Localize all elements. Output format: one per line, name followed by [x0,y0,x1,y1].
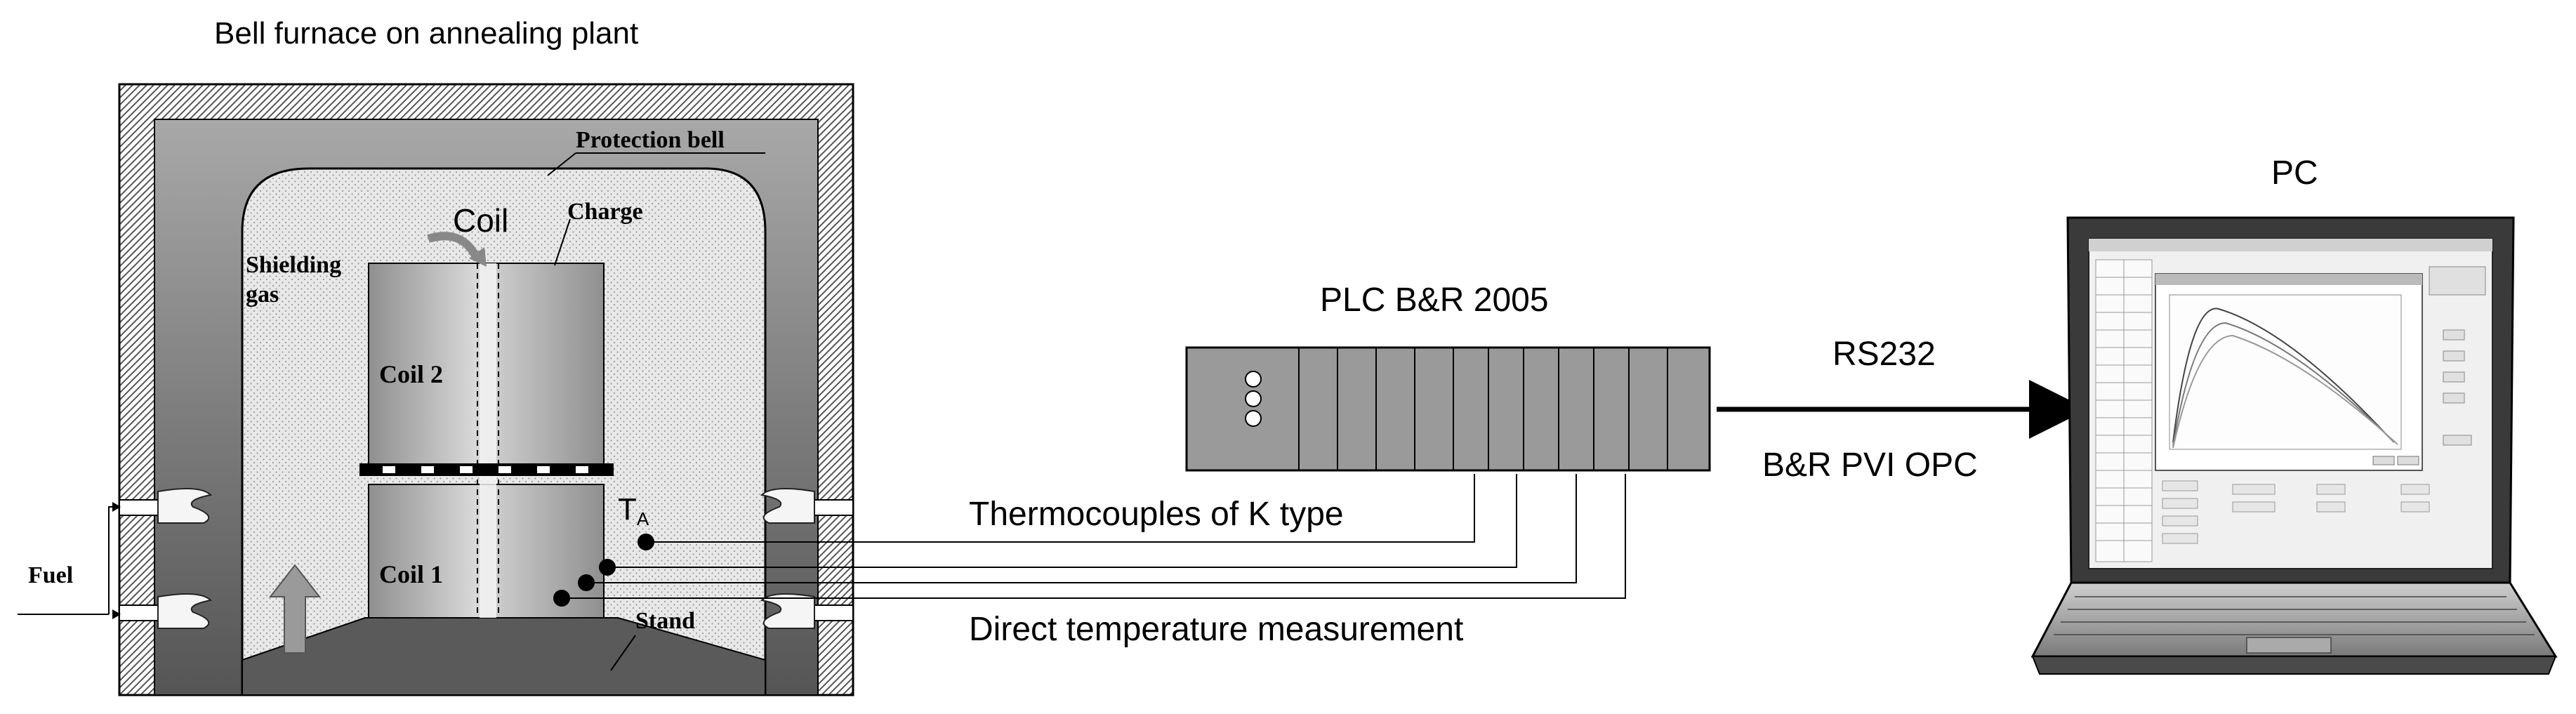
wire-ta [646,474,1475,543]
shielding-gas-label-2: gas [246,282,279,308]
protocol-label: B&R PVI OPC [1762,447,1978,484]
convector-plate [359,463,614,476]
plc-led-2 [1245,390,1262,407]
wire-2 [586,474,1577,583]
thermocouples-label: Thermocouples of K type [969,496,1344,533]
ta-label-main: T [618,492,637,527]
laptop-touchpad [2246,637,2332,654]
diagram-title: Bell furnace on annealing plant [214,16,638,51]
fuel-label: Fuel [28,562,73,588]
charge-label: Charge [567,199,643,225]
screen-chart-curve-2 [2172,322,2395,447]
plc-led-3 [1245,410,1262,427]
laptop [2030,216,2558,675]
burner-left-lower [119,593,213,630]
ta-label: TA [618,492,649,529]
plc-led-1 [1245,371,1262,388]
screen-side-panel [2429,266,2486,446]
screen-chart-curve-1 [2172,308,2388,443]
gas-flow-arrow [268,564,322,654]
laptop-front-edge [2031,656,2557,675]
screen-chart-curve-3 [2172,334,2398,449]
wire-3 [562,474,1626,599]
burner-left-upper [119,488,213,524]
coil-axis-gap [480,263,496,618]
burner-right-lower [760,593,854,630]
screen-bottom-controls [2162,480,2430,544]
coil-1-label: Coil 1 [379,560,443,588]
protection-bell-leader-tick [547,152,576,176]
coil-pointer-arrowhead [469,247,487,267]
ta-label-sub: A [637,508,649,529]
coil-pointer-arrow [427,232,482,262]
pc-label: PC [2271,154,2318,192]
fuel-pipe [18,506,119,615]
coil-label: Coil [453,202,508,239]
plc-unit [1185,346,1711,472]
thermocouple-wires [562,474,1626,599]
burner-right-upper [760,488,854,524]
fuel-arrow-lower [112,609,121,619]
bell-furnace: Protection bell Coil Charge Shielding ga… [18,83,854,696]
stand-label: Stand [635,608,695,634]
plc-body [1185,346,1711,472]
fuel-arrow-upper [112,502,121,512]
protection-bell-label: Protection bell [576,127,725,153]
rs232-label: RS232 [1832,336,1936,373]
charge-leader [554,218,571,266]
shielding-gas-label-1: Shielding [246,252,341,278]
wire-1 [607,474,1517,568]
coil-2-label: Coil 2 [379,360,443,388]
screen-data-table [2095,259,2153,562]
direct-measurement-label: Direct temperature measurement [969,611,1463,648]
laptop-keyboard [2054,596,2535,635]
plc-label: PLC B&R 2005 [1320,282,1549,319]
stand-leader [610,635,636,671]
